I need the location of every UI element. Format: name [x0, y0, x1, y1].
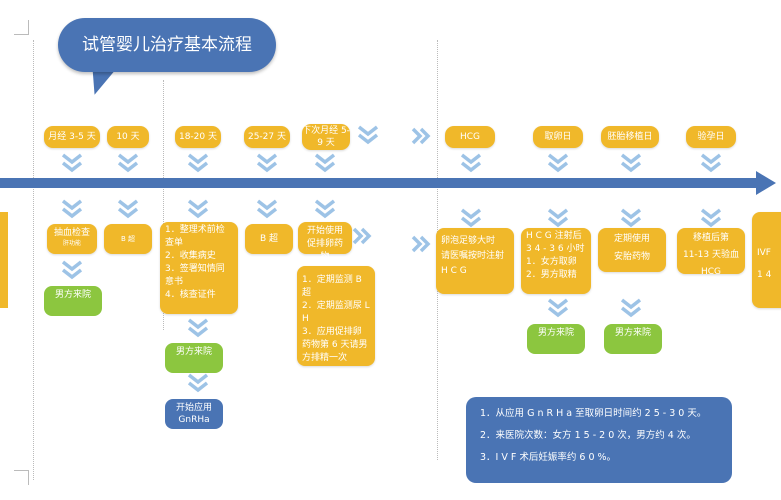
chevron-down-icon	[187, 199, 209, 218]
chevron-down-icon	[314, 153, 336, 172]
task-follicle: 卵泡足够大时 请医嘱按时注射 H C G	[436, 228, 514, 294]
monitor-item: 1．定期监测 B 超	[302, 275, 362, 298]
pregnancy-line: 移植后第	[692, 233, 729, 243]
chevron-right-icon	[352, 227, 371, 245]
chevron-down-icon	[61, 153, 83, 172]
task-pregnancy-test: 移植后第 11-13 天验血 HCG	[677, 228, 745, 277]
task-b-scan: B 超	[245, 224, 293, 254]
phase-label: 取卵日	[533, 126, 583, 148]
task-egg-retrieval: H C G 注射后 3 4 - 3 6 小时 1．女方取卵 2．男方取精	[521, 228, 591, 294]
chevron-down-icon	[547, 153, 569, 172]
male-visit-box: 男方来院	[604, 324, 662, 354]
chevron-down-icon	[620, 208, 642, 227]
hcg-line: H C G 注射后	[526, 231, 582, 241]
monitor-item: 3．应用促排卵药物第 6 天请男方排精一次	[302, 327, 368, 363]
chevron-right-icon	[411, 235, 430, 253]
phase-label: 18-20 天	[175, 126, 221, 148]
hcg-line: 1．女方取卵	[526, 257, 577, 267]
ivf-line: IVF	[757, 248, 771, 258]
chevron-down-icon	[460, 153, 482, 172]
note-item: 3．I V F 术后妊娠率约 6 0 %。	[480, 452, 617, 463]
phase-label: 验孕日	[686, 126, 736, 148]
left-edge-block	[0, 212, 8, 308]
pregnancy-line: 11-13 天验血 HCG	[682, 250, 739, 277]
phase-label: 胚胎移植日	[601, 126, 659, 148]
chevron-down-icon	[700, 153, 722, 172]
chevron-down-icon	[61, 199, 83, 218]
chevron-right-icon	[411, 127, 430, 145]
phase-label: 下次月经 5-9 天	[302, 124, 350, 150]
chevron-down-icon	[460, 208, 482, 227]
ivf-line: 1 4	[757, 270, 772, 280]
guide-line	[33, 40, 34, 480]
hcg-line: 2．男方取精	[526, 270, 577, 280]
follicle-line: 请医嘱按时注射 H C G	[441, 251, 505, 276]
chevron-down-icon	[117, 199, 139, 218]
chevron-down-icon	[187, 373, 209, 392]
note-item: 2．来医院次数：女方 1 5 - 2 0 次，男方约 4 次。	[480, 430, 696, 441]
task-blood-test: 抽血检查 肝功能	[47, 224, 97, 254]
follicle-line: 卵泡足够大时	[441, 236, 496, 246]
male-visit-box: 男方来院	[527, 324, 585, 354]
chevron-down-icon	[117, 153, 139, 172]
start-gnrha-box: 开始应用 GnRHa	[165, 399, 223, 429]
transfer-line: 安胎药物	[613, 252, 650, 262]
page-corner	[14, 20, 29, 35]
note-item: 1．从应用 G n R H a 至取卵日时间约 2 5 - 3 0 天。	[480, 408, 707, 419]
chevron-down-icon	[620, 153, 642, 172]
chevron-down-icon	[547, 298, 569, 317]
chevron-down-icon	[61, 260, 83, 279]
chevron-down-icon	[256, 199, 278, 218]
hcg-line: 3 4 - 3 6 小时	[526, 244, 585, 254]
prep-item: 3．签署知情同意书	[165, 264, 225, 287]
male-visit-box: 男方来院	[44, 286, 102, 316]
timeline-arrowhead	[756, 171, 776, 195]
phase-label: HCG	[445, 126, 495, 148]
phase-label: 25-27 天	[244, 126, 290, 148]
phase-label: 月经 3-5 天	[44, 126, 100, 148]
task-start-ovulation: 开始使用促排卵药物	[298, 222, 352, 262]
task-preparation: 1．整理术前检查单 2．收集病史 3．签署知情同意书 4．核查证件	[160, 222, 238, 314]
monitor-item: 2．定期监测尿 L H	[302, 301, 370, 324]
task-blood-test-sub: 肝功能	[62, 240, 81, 247]
task-blood-test-label: 抽血检查	[53, 228, 90, 238]
task-monitoring: 1．定期监测 B 超 2．定期监测尿 L H 3．应用促排卵药物第 6 天请男方…	[297, 266, 375, 366]
transfer-line: 定期使用	[613, 234, 650, 244]
timeline-arrow	[0, 178, 760, 188]
chevron-down-icon	[620, 298, 642, 317]
guide-line	[163, 80, 164, 330]
male-visit-box: 男方来院	[165, 343, 223, 373]
prep-item: 4．核查证件	[165, 290, 216, 300]
page-corner	[14, 470, 29, 485]
task-ultrasound: B 超	[104, 224, 152, 254]
prep-item: 2．收集病史	[165, 251, 216, 261]
chevron-down-icon	[700, 208, 722, 227]
task-transfer: 定期使用 安胎药物	[598, 228, 666, 272]
chevron-down-icon	[314, 199, 336, 218]
prep-item: 1．整理术前检查单	[165, 225, 225, 248]
phase-label: 10 天	[107, 126, 149, 148]
chevron-down-icon	[256, 153, 278, 172]
chevron-down-icon	[187, 318, 209, 337]
page-title: 试管婴儿治疗基本流程	[58, 18, 276, 72]
chevron-down-icon	[187, 153, 209, 172]
chevron-down-icon	[547, 208, 569, 227]
chevron-down-icon	[357, 125, 379, 144]
notes-panel: 1．从应用 G n R H a 至取卵日时间约 2 5 - 3 0 天。 2．来…	[466, 397, 732, 483]
task-ivf: IVF 1 4	[752, 212, 781, 308]
